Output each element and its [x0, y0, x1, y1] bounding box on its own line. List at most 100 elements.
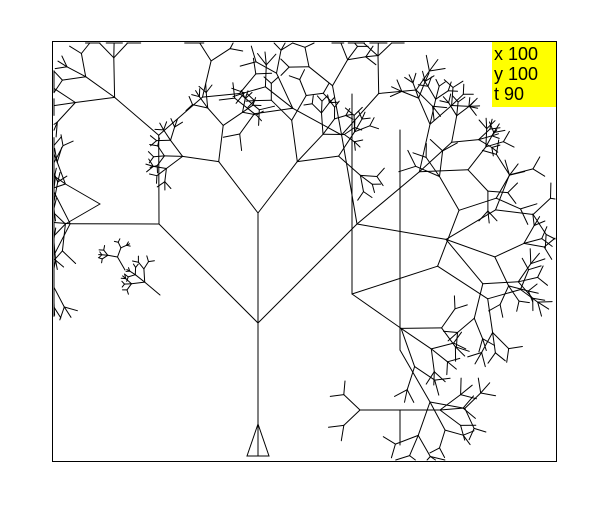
tree-branch [276, 49, 282, 74]
tree-branch [53, 121, 58, 131]
tree-branch [353, 141, 361, 148]
tree-branch [487, 210, 490, 224]
tree-branch [443, 79, 454, 88]
tree-branch [107, 254, 118, 258]
tree-branch [473, 283, 484, 319]
tree-branch [185, 104, 193, 112]
tree-branch [454, 346, 466, 357]
tree-branch [321, 100, 323, 114]
tree-branch [205, 83, 207, 93]
tree-branch [329, 100, 336, 108]
tree-branch [447, 90, 458, 92]
tree-branch [134, 274, 146, 283]
tree-branch [122, 275, 127, 280]
x-value: 100 [508, 44, 539, 64]
tree-branch [412, 152, 427, 158]
tree-branch [537, 265, 544, 278]
tree-branch [113, 57, 116, 98]
tree-branch [53, 259, 57, 269]
tree-branch [158, 96, 203, 136]
tree-branch [322, 92, 332, 102]
tree-branch [491, 129, 498, 137]
tree-branch [399, 349, 431, 403]
tree-branch [376, 176, 384, 187]
tree-branch [412, 82, 420, 99]
tree-branch [523, 225, 535, 244]
tree-branch [321, 95, 328, 102]
tree-branch [494, 242, 525, 258]
tree-branch [303, 103, 313, 106]
tree-branch [239, 93, 260, 111]
tree-branch [113, 42, 129, 59]
tree-branch [210, 48, 231, 62]
tree-branch [199, 42, 212, 62]
tree-branch [543, 237, 556, 248]
tree-branch [457, 96, 466, 103]
tree-branch [354, 125, 371, 133]
tree-branch [53, 136, 62, 146]
tree-branch [445, 209, 496, 240]
tree-branch [454, 304, 468, 310]
tree-branch [54, 66, 68, 70]
tree-branch [458, 197, 497, 211]
tree-branch [127, 274, 136, 278]
tree-branch [222, 133, 241, 138]
tree-branch [429, 139, 444, 152]
tree-branch [415, 165, 440, 177]
tree-branch [467, 169, 489, 192]
tree-branch [174, 118, 178, 128]
tree-branch [537, 301, 553, 303]
tree-branch [149, 165, 158, 168]
tree-branch [156, 168, 167, 177]
tree-branch [433, 371, 446, 383]
tree-branch [126, 276, 129, 282]
tree-branch [357, 191, 364, 201]
tree-branch [487, 210, 498, 222]
tree-branch [451, 93, 464, 106]
tree-branch [255, 72, 273, 75]
tree-branch [478, 135, 493, 141]
tree-branch [61, 223, 66, 252]
tree-branch [341, 134, 358, 225]
tree-branch [456, 101, 459, 117]
tree-branch [430, 342, 455, 350]
tree-branch [152, 165, 167, 169]
tree-branch [147, 151, 155, 158]
tree-branch [401, 90, 420, 99]
tree-branch [468, 100, 475, 107]
tree-branch [439, 407, 464, 411]
tree-branch [460, 384, 473, 396]
tree-branch [494, 352, 506, 362]
tree-branch [462, 395, 474, 409]
tree-branch [429, 401, 466, 409]
tree-branch [218, 97, 236, 101]
tree-branch [117, 247, 122, 258]
tree-branch [478, 119, 488, 130]
tree-branch [149, 173, 158, 177]
tree-branch [451, 139, 480, 143]
tree-branch [482, 281, 519, 285]
tree-branch [377, 55, 380, 94]
tree-branch [517, 276, 539, 283]
tree-branch [532, 214, 547, 235]
tree-branch [154, 128, 165, 131]
tree-branch [492, 332, 510, 350]
tree-branch [250, 45, 257, 63]
tree-branch [481, 149, 497, 155]
tree-branch [448, 102, 458, 117]
tree-branch [132, 263, 137, 268]
tree-branch [56, 161, 66, 185]
tree-branch [85, 76, 116, 98]
y-value: 100 [508, 64, 539, 84]
tree-branch [101, 258, 103, 264]
tree-branch [462, 434, 471, 446]
tree-branch [489, 121, 495, 133]
tree-branch [149, 144, 159, 147]
tree-branch [452, 80, 464, 88]
tree-branch [418, 97, 431, 125]
tree-branch [146, 255, 149, 263]
tree-branch [445, 238, 496, 258]
tree-branch [270, 76, 279, 84]
tree-branch [359, 174, 378, 177]
tree-branch [53, 250, 63, 261]
